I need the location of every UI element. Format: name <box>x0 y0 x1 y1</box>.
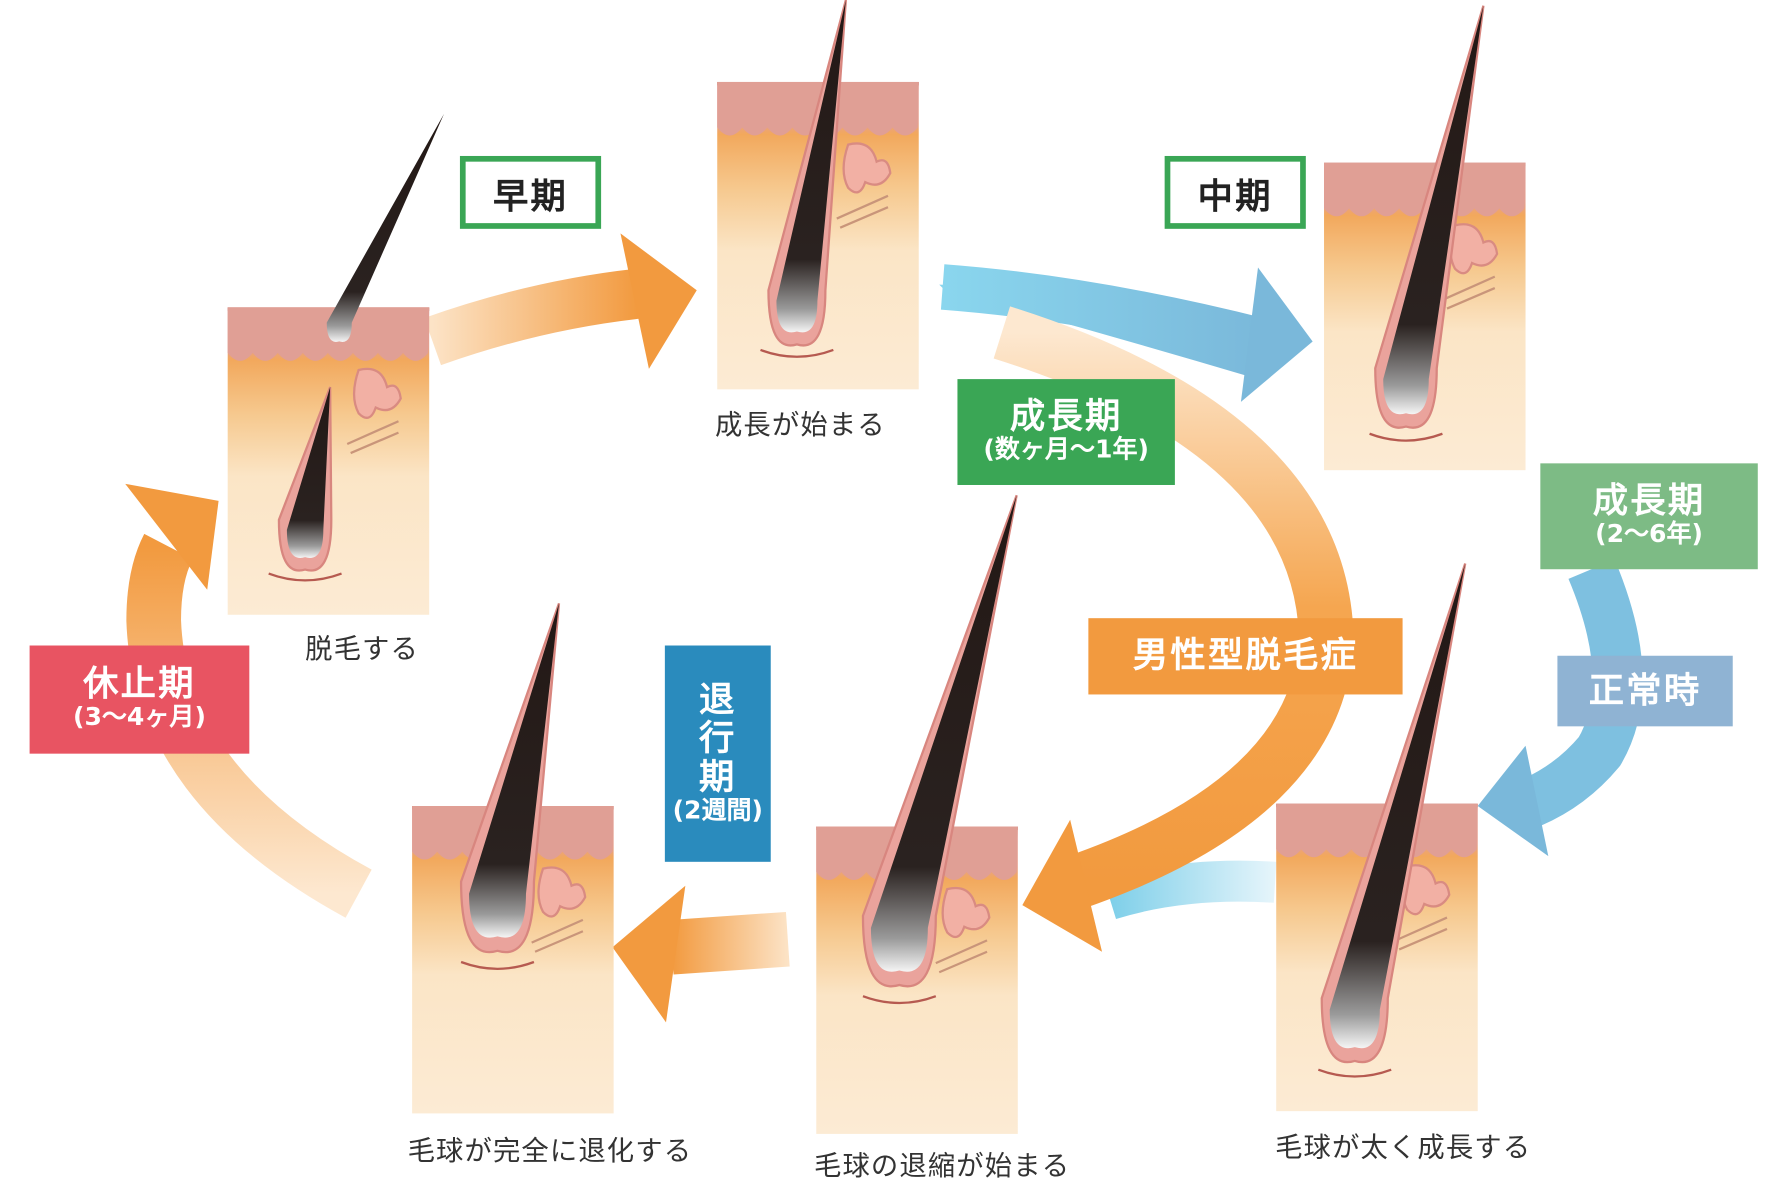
label-aga: 男性型脱毛症 <box>1088 618 1403 695</box>
hair-middle-papilla <box>1369 432 1443 442</box>
hair-shedding-new <box>286 387 331 558</box>
caption-bulb-growing: 毛球が太く成長する <box>1275 1131 1532 1164</box>
hair-growth-start <box>776 0 846 333</box>
aga-text: 男性型脱毛症 <box>1132 635 1359 677</box>
label-anagen-aga: 成長期 (数ヶ月～1年) <box>957 379 1175 485</box>
catagen-char-1: 退 <box>699 679 737 721</box>
label-middle: 中期 <box>1164 155 1306 229</box>
anagen-aga-title: 成長期 <box>1009 396 1123 438</box>
caption-bulb-regressed: 毛球が完全に退化する <box>407 1135 693 1167</box>
catagen-char-3: 期 <box>699 756 737 798</box>
anagen-aga-duration: (数ヶ月～1年) <box>983 436 1149 465</box>
anagen-normal-duration: (2～6年) <box>1595 520 1703 550</box>
arrow-normal <box>1477 559 1643 857</box>
arrow-catagen <box>612 885 790 1023</box>
hair-growth-start-papilla <box>760 348 834 358</box>
telogen-duration: (3～4ヶ月) <box>73 703 206 733</box>
hair-bulb-shrinking <box>870 495 1017 972</box>
arrow-early <box>424 233 697 369</box>
arrow-middle-normal <box>939 264 1313 402</box>
label-early: 早期 <box>459 155 602 229</box>
label-catagen: 退 行 期 (2週間) <box>664 645 771 862</box>
hair-middle <box>1383 5 1484 415</box>
normal-text: 正常時 <box>1588 670 1702 712</box>
label-anagen-normal: 成長期 (2～6年) <box>1540 463 1758 570</box>
hairs <box>268 0 1485 1078</box>
caption-bulb-shrinking: 毛球の退縮が始まる <box>813 1149 1071 1182</box>
hair-bulb-regressed <box>469 603 559 938</box>
hair-bulb-growing-papilla <box>1317 1068 1392 1078</box>
label-normal: 正常時 <box>1557 655 1733 727</box>
hair-shedding-new-papilla <box>268 572 342 582</box>
arrow-bottom-blue <box>1103 860 1277 920</box>
catagen-char-2: 行 <box>699 718 737 760</box>
caption-growth-start: 成長が始まる <box>714 408 886 441</box>
anagen-normal-title: 成長期 <box>1592 480 1706 522</box>
hair-bulb-regressed-papilla <box>460 960 535 970</box>
hair-bulb-growing <box>1329 563 1466 1049</box>
hair-shedding-old <box>326 113 444 342</box>
label-telogen: 休止期 (3～4ヶ月) <box>29 645 250 754</box>
catagen-duration: (2週間) <box>672 796 763 826</box>
hair-bulb-shrinking-papilla <box>862 995 937 1005</box>
caption-shedding: 脱毛する <box>305 632 419 665</box>
telogen-title: 休止期 <box>83 664 196 705</box>
